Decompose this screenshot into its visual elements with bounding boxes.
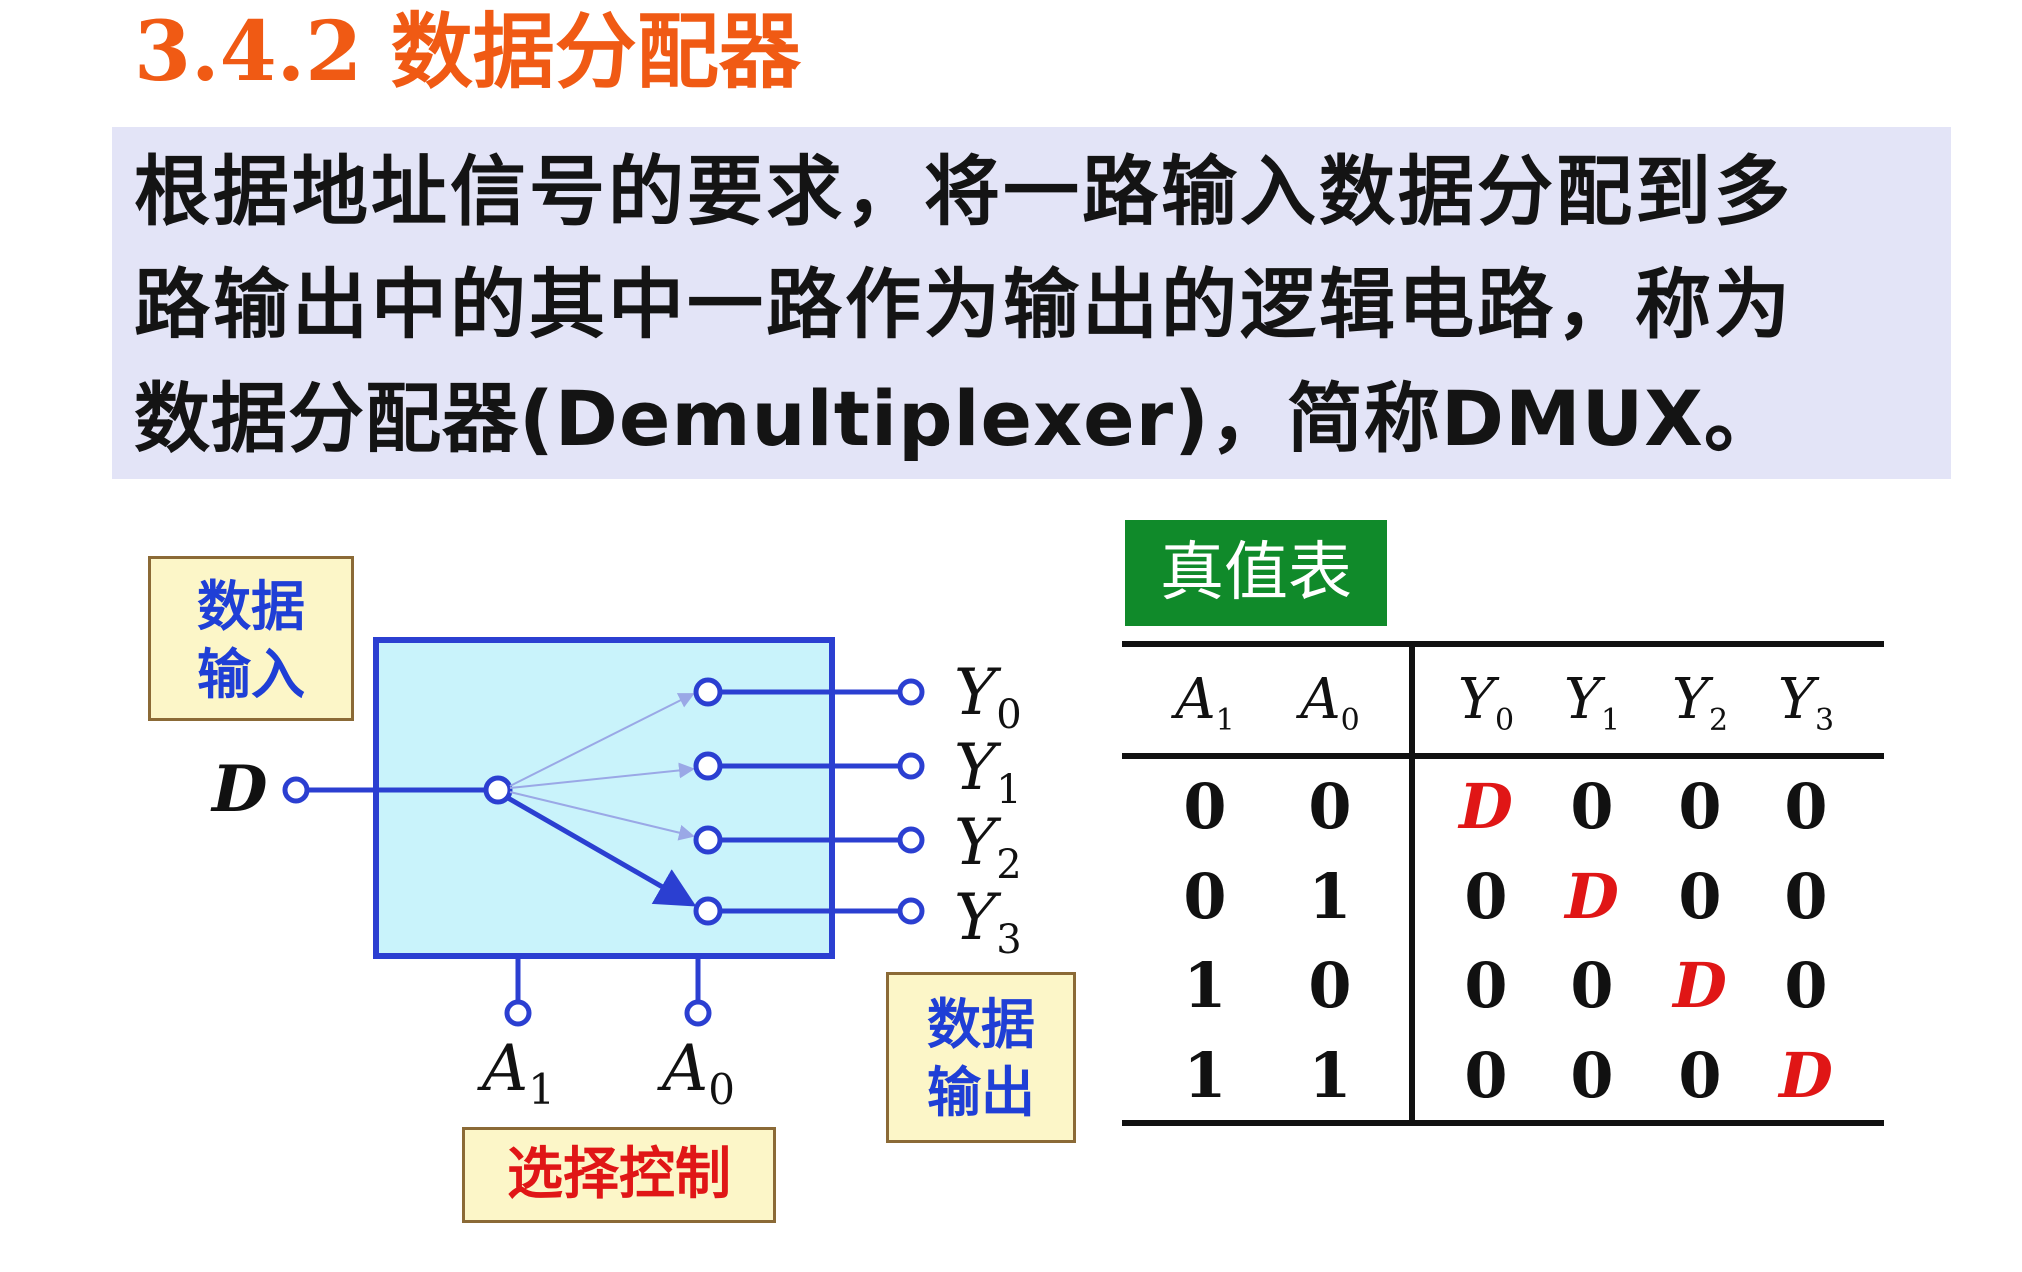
truth-table-title: 真值表 [1125, 520, 1387, 626]
output-y3 [693, 896, 925, 926]
table-cell: D [1457, 770, 1513, 843]
output-y2 [693, 825, 925, 855]
data-input-callout-line-2: 输入 [197, 643, 305, 706]
table-cell: 0 [1464, 949, 1507, 1022]
data-output-callout-line-1: 数据 [927, 993, 1035, 1056]
table-cell: 0 [1784, 770, 1827, 843]
table-cell: 1 [1308, 860, 1351, 933]
output-label-y1: Y1 [954, 731, 1022, 813]
table-cell: 0 [1464, 860, 1507, 933]
select-control-callout: 选择控制 [462, 1127, 776, 1223]
table-header-cell: Y3 [1778, 667, 1834, 738]
slide-title: 3.4.2 数据分配器 [134, 4, 801, 100]
table-cell: 0 [1308, 949, 1351, 1022]
table-header-cell: Y1 [1564, 667, 1620, 738]
select-label-a0: A0 [657, 1032, 735, 1114]
definition-line-1: 根据地址信号的要求，将一路输入数据分配到多 [134, 147, 1793, 236]
table-cell: D [1777, 1039, 1833, 1112]
input-label-d: D [210, 752, 268, 827]
table-cell: 0 [1183, 860, 1226, 933]
table-cell: 0 [1570, 1039, 1613, 1112]
faint-arrow-y0 [509, 693, 695, 787]
table-cell: 0 [1784, 949, 1827, 1022]
table-cell: 0 [1678, 1039, 1721, 1112]
table-cell: 0 [1183, 770, 1226, 843]
table-cell: 1 [1183, 949, 1226, 1022]
table-cell: 0 [1308, 770, 1351, 843]
table-cell: D [1671, 949, 1727, 1022]
faint-arrow-y2 [509, 791, 695, 841]
select-line-a0 [684, 959, 712, 1027]
table-cell: 0 [1570, 770, 1613, 843]
table-cell: 0 [1570, 949, 1613, 1022]
table-cell: 1 [1308, 1039, 1351, 1112]
table-header-cell: Y2 [1672, 667, 1728, 738]
output-y0 [693, 677, 925, 707]
data-input-callout-line-1: 数据 [197, 575, 305, 638]
definition-line-2: 路输出中的其中一路作为输出的逻辑电路，称为 [134, 260, 1793, 349]
output-label-y0: Y0 [954, 656, 1022, 738]
definition-box [112, 127, 1951, 479]
table-cell: 0 [1784, 860, 1827, 933]
data-input-callout: 数据 输入 [148, 556, 354, 721]
table-cell: 1 [1183, 1039, 1226, 1112]
table-cell: 0 [1464, 1039, 1507, 1112]
active-arrow-y3 [506, 795, 697, 907]
table-cell: D [1563, 860, 1619, 933]
output-y1 [693, 751, 925, 781]
select-line-a1 [504, 959, 532, 1027]
switch-pivot [483, 775, 513, 805]
table-header-cell: Y0 [1458, 667, 1514, 738]
table-cell: 0 [1678, 860, 1721, 933]
select-label-a1: A1 [477, 1032, 555, 1114]
definition-line-3: 数据分配器(Demultiplexer)，简称DMUX。 [134, 374, 1781, 463]
table-cell: 0 [1678, 770, 1721, 843]
faint-arrow-y1 [509, 762, 695, 789]
output-label-y3: Y3 [954, 881, 1022, 963]
table-header-cell: A0 [1295, 667, 1360, 738]
table-header-cell: A1 [1170, 667, 1235, 738]
output-label-y2: Y2 [954, 806, 1022, 888]
data-output-callout: 数据 输出 [886, 972, 1076, 1143]
data-output-callout-line-2: 输出 [927, 1061, 1035, 1124]
